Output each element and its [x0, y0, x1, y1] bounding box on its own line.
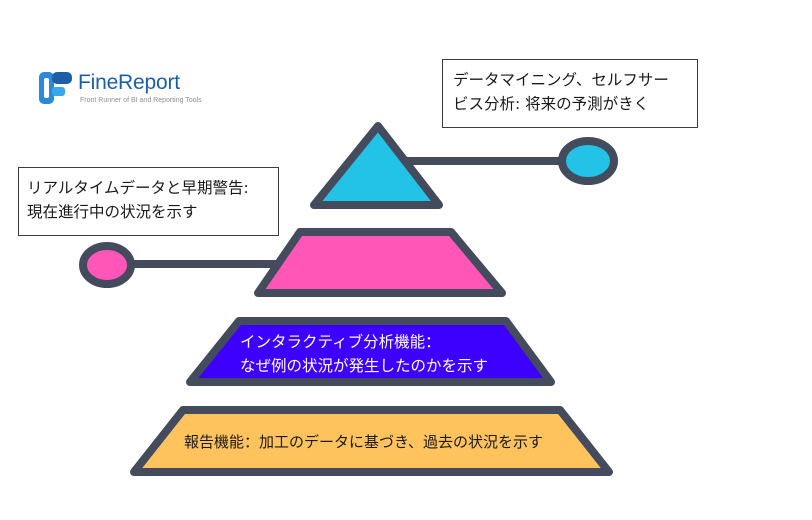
- callout-predictive-line-1: データマイニング、セルフサー: [453, 71, 669, 89]
- callout-realtime-line-2: 現在進行中の状況を示す: [27, 203, 198, 221]
- tier-3-label-line-1: インタラクティブ分析機能：: [240, 333, 441, 351]
- callout-predictive: データマイニング、セルフサー ビス分析: 将来の予測がきく: [442, 59, 698, 128]
- pyramid-tier-2: [254, 228, 506, 297]
- tier-4-label: 報告機能：加工のデータに基づき、過去の状況を示す: [184, 433, 543, 451]
- logo-name: FineReport: [78, 71, 180, 94]
- logo-tagline: Front Runner of BI and Reporting Tools: [80, 97, 202, 104]
- finereport-logo-icon: [39, 72, 72, 104]
- connector-circle-top: [558, 137, 618, 185]
- callout-realtime-line-1: リアルタイムデータと早期警告:: [27, 179, 249, 197]
- finereport-logo: FineReport Front Runner of BI and Report…: [38, 70, 208, 110]
- callout-predictive-line-2: ビス分析: 将来の予測がきく: [453, 95, 650, 113]
- pyramid-tier-1: [310, 122, 443, 209]
- connector-circle-left: [79, 242, 135, 288]
- tier-3-label-line-2: なぜ例の状況が発生したのかを示す: [240, 357, 489, 375]
- tier-3-label: インタラクティブ分析機能： なぜ例の状況が発生したのかを示す: [240, 330, 488, 378]
- callout-realtime: リアルタイムデータと早期警告: 現在進行中の状況を示す: [18, 167, 279, 236]
- pyramid-tier-4: [130, 406, 613, 476]
- pyramid-tier-3: [186, 317, 555, 386]
